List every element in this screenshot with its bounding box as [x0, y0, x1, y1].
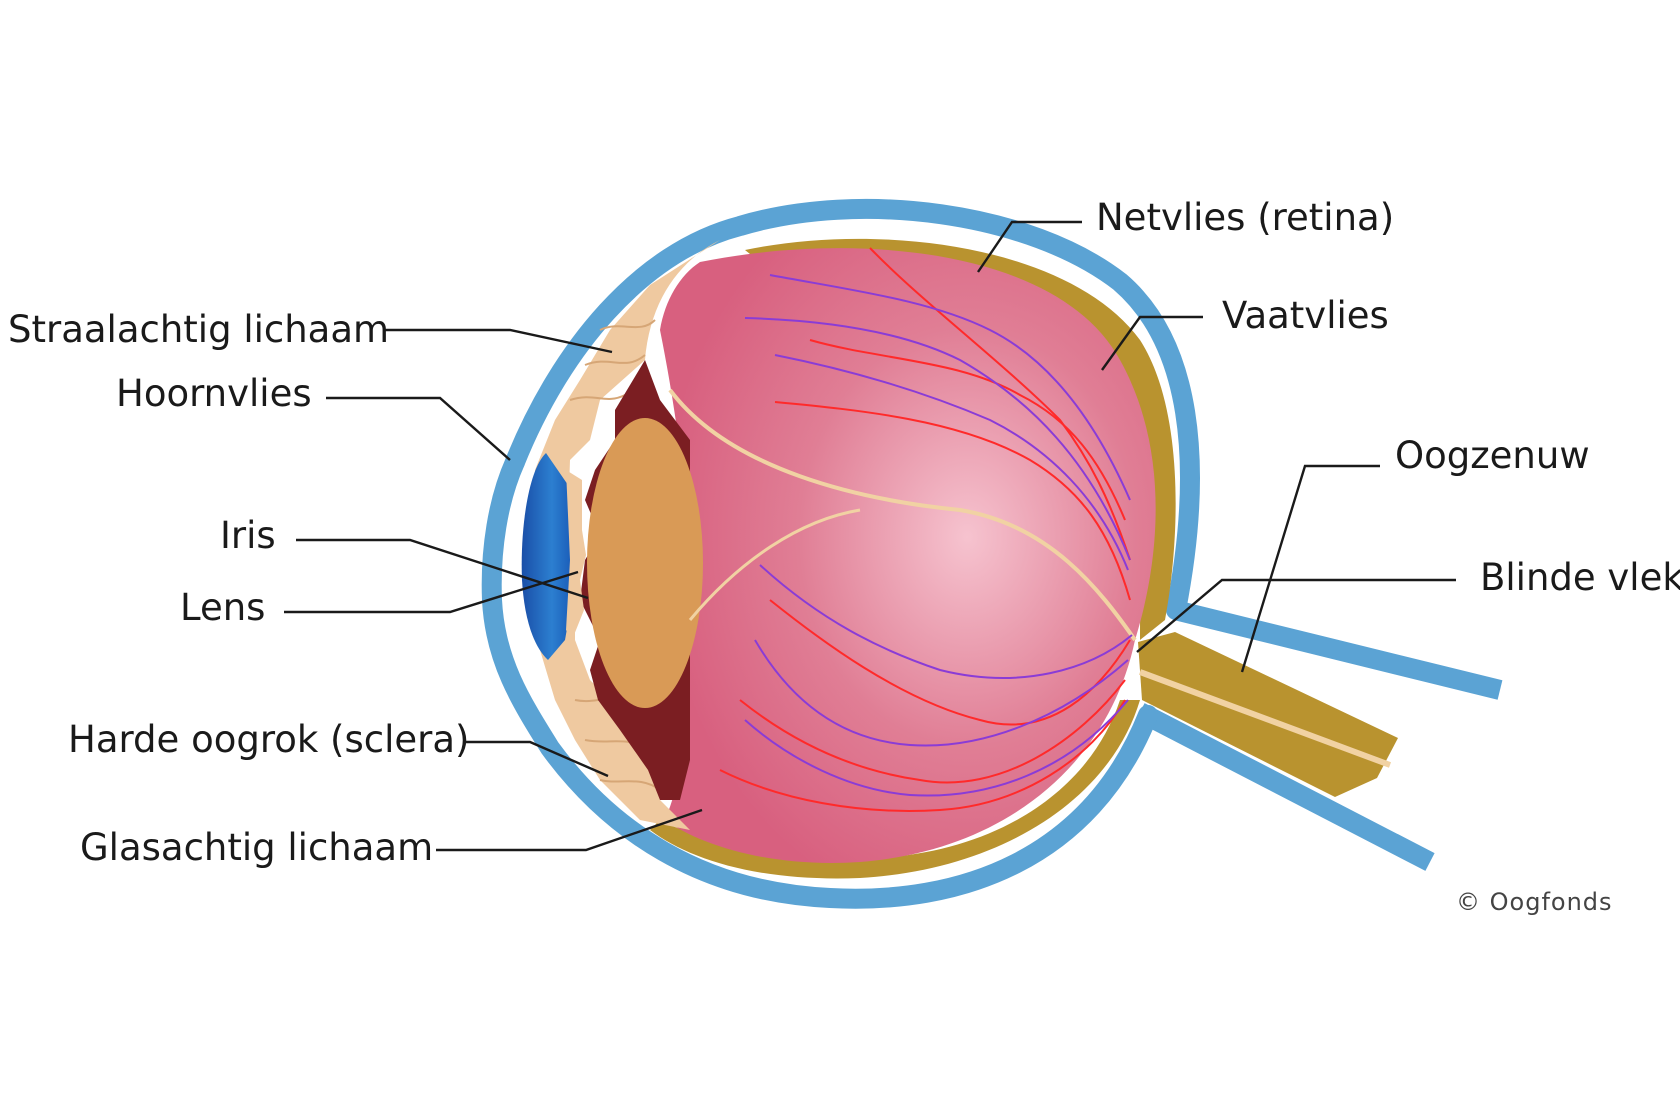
nerve-fiber-upper — [668, 388, 1137, 642]
leader-ciliary — [384, 328, 613, 354]
leader-choroid — [1101, 315, 1203, 371]
sclera — [482, 198, 1200, 909]
label-sclera: Harde oogrok (sclera) — [68, 718, 469, 761]
leader-lens — [284, 570, 579, 614]
label-retina: Netvlies (retina) — [1096, 196, 1394, 239]
leader-blind-spot — [1136, 578, 1456, 653]
cornea — [521, 453, 572, 660]
optic-nerve-sheath-lower — [1135, 703, 1435, 871]
leader-vitreous — [436, 808, 703, 852]
leader-optic-nerve — [1240, 464, 1380, 673]
label-blind-spot: Blinde vlek — [1480, 556, 1680, 599]
label-iris: Iris — [220, 514, 276, 557]
label-cornea: Hoornvlies — [116, 372, 312, 415]
leader-retina — [977, 220, 1082, 273]
label-lens: Lens — [180, 586, 265, 629]
lens — [587, 418, 703, 708]
label-ciliary-body: Straalachtig lichaam — [8, 308, 389, 351]
optic-nerve-sheath-upper — [1172, 600, 1503, 700]
blood-vessels — [719, 247, 1133, 812]
label-optic-nerve: Oogzenuw — [1395, 434, 1590, 477]
copyright-text: © Oogfonds — [1456, 888, 1613, 916]
leader-iris — [296, 538, 589, 600]
leader-sclera — [464, 740, 609, 778]
nerve-fiber-lower — [688, 508, 861, 621]
leader-cornea — [326, 396, 511, 461]
label-vitreous-body: Glasachtig lichaam — [80, 826, 433, 869]
optic-nerve — [1138, 632, 1398, 797]
leader-lines — [284, 220, 1456, 852]
ciliary-body — [530, 240, 720, 830]
label-choroid: Vaatvlies — [1222, 294, 1389, 337]
anterior-chamber — [566, 470, 586, 640]
optic-nerve-fiber-stripe — [1138, 669, 1392, 768]
choroid-lower — [650, 700, 1140, 879]
cornea-outer-layer — [481, 452, 525, 610]
